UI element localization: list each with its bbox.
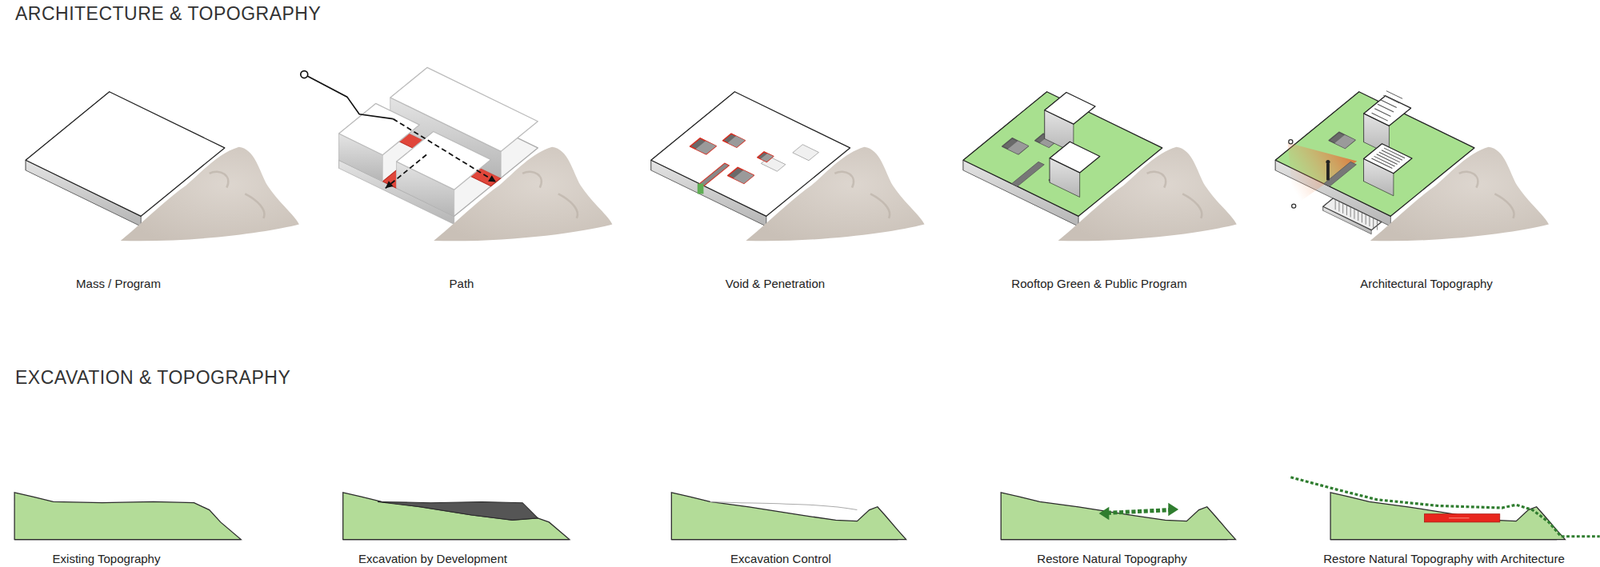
- panel-caption: Excavation Control: [730, 552, 832, 566]
- view-point: [1288, 140, 1293, 144]
- human-figure: [1325, 160, 1330, 164]
- void-shadow: [728, 136, 746, 148]
- rock-mound: [1058, 147, 1237, 242]
- notch: [792, 144, 820, 161]
- stair-box-top: [1364, 144, 1412, 174]
- terrace-step: [1365, 214, 1367, 225]
- slot-opening: [1324, 161, 1357, 187]
- program-block-top: [339, 103, 420, 155]
- terrain-section: [343, 492, 570, 540]
- path-arrow: [392, 119, 496, 183]
- restored-profile: [1290, 477, 1600, 537]
- terrain-section: [671, 492, 906, 540]
- terrace-step: [1376, 220, 1378, 231]
- rock-shade: [209, 172, 229, 188]
- lower-terrace-top: [1323, 198, 1382, 231]
- rock-mound: [433, 147, 612, 242]
- void-opening: [1002, 138, 1029, 155]
- terrace-step: [1368, 216, 1370, 227]
- rock-shade: [1182, 193, 1202, 219]
- rock-shade: [1494, 193, 1514, 219]
- stair-box-top: [1364, 96, 1412, 127]
- section-heading: EXCAVATION & TOPOGRAPHY: [15, 367, 291, 389]
- terrace-step: [1350, 207, 1352, 218]
- void-shadow: [1008, 140, 1029, 155]
- terrace-step: [1361, 212, 1363, 224]
- terrace-step: [1353, 208, 1355, 220]
- panel-caption: Rooftop Green & Public Program: [1011, 276, 1187, 291]
- rock-shade: [1147, 172, 1167, 188]
- rock-shade: [870, 193, 890, 219]
- void-shadow: [733, 170, 755, 184]
- ground-line: [671, 539, 898, 540]
- panel-caption: Excavation by Development: [358, 552, 508, 566]
- view-cone: [1288, 143, 1358, 207]
- path-arrow: [385, 154, 427, 188]
- rock-mound: [120, 147, 300, 242]
- program-block-top: [396, 131, 492, 190]
- terrain-section: [1000, 492, 1236, 540]
- arrow-head: [385, 180, 394, 188]
- panel-caption: Path: [449, 276, 475, 291]
- void-opening: [690, 138, 717, 155]
- panel-caption: Existing Topography: [52, 552, 161, 566]
- rock-shade: [244, 193, 264, 219]
- restore-arrow: [1107, 510, 1171, 514]
- terrace-step: [1357, 210, 1359, 221]
- program-block-top: [390, 67, 538, 152]
- rock-shade: [522, 172, 542, 188]
- panel-caption: Restore Natural Topography: [1036, 552, 1187, 566]
- ground-line: [343, 539, 570, 540]
- human-figure: [1326, 164, 1330, 180]
- void-shadow: [1334, 135, 1356, 149]
- terrace-step: [1372, 218, 1374, 229]
- ground-line: [14, 539, 241, 540]
- void-opening: [723, 133, 746, 148]
- slot-green: [697, 184, 704, 195]
- public-program-box-top: [1049, 141, 1100, 173]
- terrace-step: [1338, 201, 1340, 212]
- approach-line: [304, 74, 393, 120]
- panel-caption: Mass / Program: [76, 276, 161, 291]
- rock-shade: [834, 172, 854, 188]
- section-heading: ARCHITECTURE & TOPOGRAPHY: [15, 3, 321, 25]
- void-shadow: [696, 140, 717, 155]
- public-program-box-top: [1044, 92, 1096, 125]
- architecture-detail: [1448, 517, 1470, 519]
- start-point: [300, 71, 308, 79]
- ground-line: [1000, 539, 1228, 540]
- panel-caption: Restore Natural Topography with Architec…: [1323, 552, 1565, 566]
- terrace-step: [1346, 204, 1348, 216]
- terrace-step: [1335, 199, 1336, 210]
- void-shadow: [760, 153, 774, 162]
- view-point: [1292, 204, 1296, 208]
- terrace-step: [1342, 203, 1344, 214]
- rock-mound: [1370, 147, 1549, 242]
- slot-opening: [1012, 161, 1045, 187]
- terrain-section: [1330, 492, 1565, 540]
- void-opening: [728, 167, 755, 184]
- slot-opening: [699, 163, 729, 186]
- stair-step: [1384, 148, 1405, 159]
- arrow-head: [1099, 507, 1110, 521]
- excavated-soil: [377, 501, 538, 520]
- panel-caption: Architectural Topography: [1360, 276, 1493, 291]
- panel-caption: Void & Penetration: [725, 276, 825, 291]
- stair-step: [1386, 91, 1403, 100]
- rock-shade: [558, 193, 578, 219]
- terrain-section: [14, 492, 241, 540]
- void-opening: [757, 152, 774, 162]
- rock-shade: [1459, 172, 1479, 188]
- arrow-head: [1168, 503, 1179, 517]
- original-profile: [710, 501, 858, 510]
- arrow-head: [488, 175, 496, 182]
- void-opening: [1328, 132, 1356, 148]
- ground-line: [1330, 539, 1557, 540]
- architecture-section: [1424, 514, 1500, 523]
- rock-mound: [745, 147, 924, 242]
